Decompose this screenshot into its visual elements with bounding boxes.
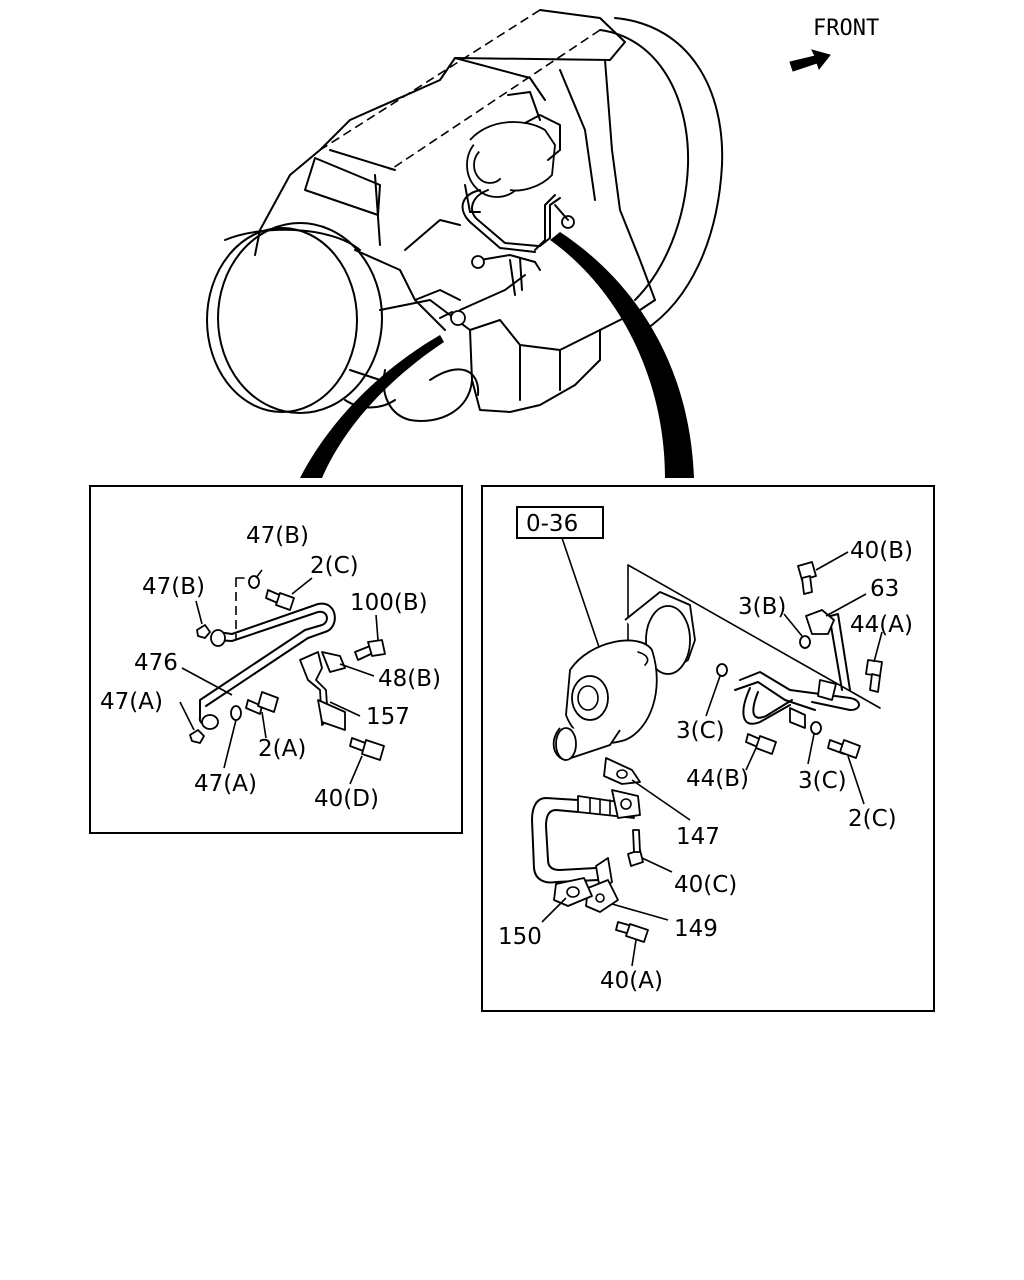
label-2c-right: 2(C) — [848, 806, 897, 832]
front-indicator: FRONT — [789, 16, 879, 72]
label-2a: 2(A) — [258, 736, 306, 762]
left-detail-panel: 47(B) 2(C) 47(B) 100(B) 476 48(B) 47(A) … — [89, 485, 463, 834]
front-label: FRONT — [813, 16, 879, 41]
label-147: 147 — [676, 824, 720, 850]
label-3c-right: 3(C) — [798, 768, 847, 794]
label-48b: 48(B) — [378, 666, 441, 692]
label-3c-left: 3(C) — [676, 718, 725, 744]
label-2c-left: 2(C) — [310, 553, 359, 579]
label-150: 150 — [498, 924, 542, 950]
label-47b-left: 47(B) — [142, 574, 205, 600]
label-100b: 100(B) — [350, 590, 428, 616]
label-63: 63 — [870, 576, 899, 602]
callout-curve-right — [550, 232, 694, 478]
label-3b: 3(B) — [738, 594, 786, 620]
label-40d: 40(D) — [314, 786, 379, 812]
label-47a-left: 47(A) — [100, 689, 163, 715]
label-40c: 40(C) — [674, 872, 737, 898]
label-44a: 44(A) — [850, 612, 913, 638]
label-40a: 40(A) — [600, 968, 663, 994]
callout-curve-left — [300, 335, 444, 478]
label-44b: 44(B) — [686, 766, 749, 792]
right-detail-frame — [481, 485, 935, 1012]
label-149: 149 — [674, 916, 718, 942]
label-47a-bottom: 47(A) — [194, 771, 257, 797]
label-476: 476 — [134, 650, 178, 676]
ref-box — [516, 506, 604, 539]
label-157: 157 — [366, 704, 410, 730]
engine-overview — [206, 9, 724, 422]
left-detail-frame — [89, 485, 463, 834]
label-47b-top: 47(B) — [246, 523, 309, 549]
ref-label: 0-36 — [526, 511, 578, 537]
front-arrow-icon — [789, 49, 831, 72]
right-detail-panel: 0-36 — [481, 485, 935, 1012]
label-40b: 40(B) — [850, 538, 913, 564]
